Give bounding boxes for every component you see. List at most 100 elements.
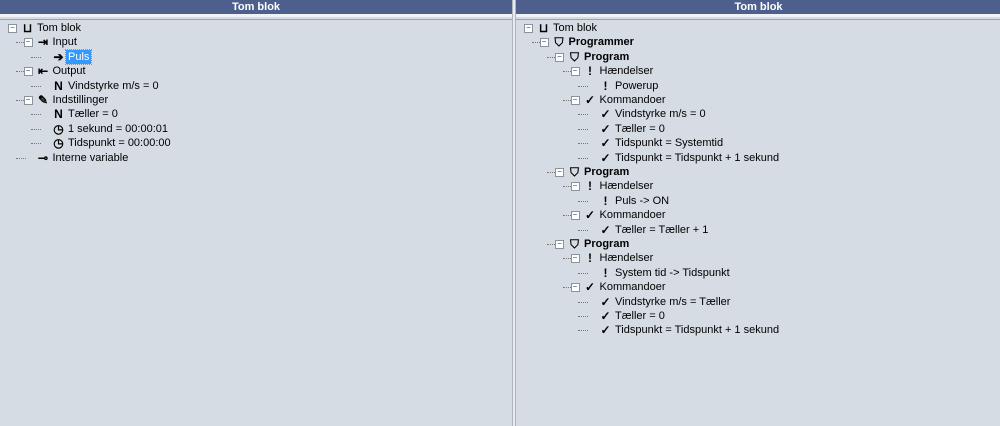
tree-node[interactable]: −⛉Program: [516, 237, 1000, 251]
collapse-toggle[interactable]: −: [539, 38, 549, 48]
collapse-toggle[interactable]: −: [570, 211, 580, 221]
tree-node[interactable]: −!Hændelser: [516, 179, 1000, 193]
tree-node-label[interactable]: Puls: [64, 48, 93, 65]
tree-node[interactable]: ⊸Interne variable: [0, 151, 512, 165]
tree-node-label[interactable]: Tidspunkt = Tidspunkt + 1 sekund: [615, 324, 780, 337]
tree-node[interactable]: −⊔Tom blok: [516, 21, 1000, 35]
internal-variable-icon: ⊸: [37, 150, 49, 165]
tree-node[interactable]: ➔Puls: [0, 48, 512, 65]
command-check-icon: ✓: [584, 208, 596, 223]
collapse-toggle[interactable]: −: [23, 96, 33, 105]
tree-node-label[interactable]: Powerup: [615, 79, 659, 92]
tree-connector-line: [562, 186, 573, 188]
tree-connector-line: [578, 85, 588, 87]
tree-connector-line: [15, 100, 26, 101]
tree-node-label[interactable]: Tidspunkt = Systemtid: [615, 137, 724, 150]
tree-node-label[interactable]: Puls -> ON: [615, 194, 670, 207]
collapse-toggle[interactable]: −: [570, 254, 580, 264]
tree-node-label[interactable]: Hændelser: [599, 252, 654, 265]
collapse-toggle[interactable]: −: [23, 38, 33, 48]
tree-connector-line: [15, 42, 26, 44]
program-icon: ⛉: [569, 165, 579, 179]
tree-node-label[interactable]: Program: [584, 166, 630, 178]
tree-node-label[interactable]: Interne variable: [52, 151, 129, 164]
tree-node-label[interactable]: Output: [52, 65, 86, 78]
tree-connector-line: [547, 244, 557, 245]
tree-node[interactable]: !Puls -> ON: [516, 194, 1000, 208]
tree-node-label[interactable]: Tæller = 0: [615, 122, 665, 135]
collapse-toggle[interactable]: −: [555, 52, 564, 62]
tree-node-label[interactable]: Kommandoer: [599, 281, 666, 294]
tree-node[interactable]: ◷1 sekund = 00:00:01: [0, 122, 512, 136]
tree-node[interactable]: ✓Vindstyrke m/s = Tæller: [516, 295, 1000, 309]
collapse-toggle[interactable]: −: [570, 67, 580, 77]
tree-node-label[interactable]: Tom blok: [553, 22, 598, 34]
tree-node[interactable]: !Powerup: [516, 79, 1000, 93]
tree-node[interactable]: −✓Kommandoer: [516, 208, 1000, 222]
tree-node[interactable]: −✓Kommandoer: [516, 93, 1000, 107]
tree-node[interactable]: ✓Tidspunkt = Tidspunkt + 1 sekund: [516, 323, 1000, 337]
tree-connector-line: [562, 287, 573, 289]
tree-node-label[interactable]: Hændelser: [599, 180, 654, 193]
tree-connector-line: [578, 316, 588, 317]
collapse-toggle[interactable]: −: [23, 67, 33, 77]
tree-node[interactable]: ◷Tidspunkt = 00:00:00: [0, 136, 512, 150]
tree-node[interactable]: −⇤Output: [0, 64, 512, 78]
tree-node-label[interactable]: Input: [52, 36, 77, 49]
tree-node-label[interactable]: Program: [584, 238, 630, 250]
tree-node[interactable]: −⊔Tom blok: [0, 21, 512, 35]
collapse-toggle[interactable]: −: [570, 182, 580, 192]
tree-node-label[interactable]: Hændelser: [599, 65, 654, 78]
tree-node[interactable]: −⛉ Program: [516, 165, 1000, 179]
tree-node-label[interactable]: Tidspunkt = Tidspunkt + 1 sekund: [615, 151, 780, 164]
tree-node[interactable]: ✓ Tidspunkt = Tidspunkt + 1 sekund: [516, 151, 1000, 165]
tree-node[interactable]: −⛉Program: [516, 50, 1000, 64]
tree-node-label[interactable]: Tæller = 0: [615, 310, 665, 322]
tree-connector-line: [31, 85, 41, 87]
tree-node[interactable]: ✓Tæller = Tæller + 1: [516, 223, 1000, 237]
tree-connector-line: [578, 229, 588, 231]
collapse-toggle[interactable]: −: [555, 168, 564, 177]
left-panel-title: Tom blok: [0, 0, 512, 17]
tree-node-label[interactable]: Programmer: [568, 36, 634, 49]
tree-node[interactable]: −✓Kommandoer: [516, 280, 1000, 294]
tree-node[interactable]: −✎Indstillinger: [0, 93, 512, 107]
tree-connector-line: [31, 114, 41, 116]
tree-node[interactable]: !System tid -> Tidspunkt: [516, 266, 1000, 280]
tree-node-label[interactable]: Tidspunkt = 00:00:00: [68, 137, 171, 150]
tree-node-label[interactable]: Tom blok: [37, 22, 82, 34]
tree-node-label[interactable]: Kommandoer: [599, 209, 666, 222]
collapse-toggle[interactable]: −: [8, 24, 17, 33]
tree-connector-line: [562, 71, 573, 73]
collapse-toggle[interactable]: −: [524, 24, 533, 33]
tree-node-label[interactable]: Kommandoer: [599, 94, 666, 106]
tree-node-label[interactable]: Program: [584, 50, 630, 63]
tree-node[interactable]: −⇥Input: [0, 35, 512, 49]
tree-node-label[interactable]: Tæller = 0: [68, 108, 118, 121]
tree-connector-line: [531, 42, 542, 44]
right-tree-view[interactable]: −⊔Tom blok−⛉Programmer−⛉Program−!Hændels…: [516, 19, 1000, 426]
tree-node[interactable]: −!Hændelser: [516, 251, 1000, 265]
tree-node[interactable]: −!Hændelser: [516, 64, 1000, 78]
collapse-toggle[interactable]: −: [570, 283, 580, 293]
tree-node[interactable]: ✓Tidspunkt = Systemtid: [516, 136, 1000, 150]
tree-node-label[interactable]: Tæller = Tæller + 1: [615, 223, 709, 236]
tree-connector-line: [578, 157, 588, 159]
tree-node-label[interactable]: Indstillinger: [52, 94, 109, 106]
collapse-toggle[interactable]: −: [570, 96, 580, 105]
tree-node[interactable]: −⛉Programmer: [516, 35, 1000, 49]
tree-node-label[interactable]: System tid -> Tidspunkt: [615, 266, 730, 279]
tree-node[interactable]: ✓Tæller = 0: [516, 122, 1000, 136]
tree-node-label[interactable]: Vindstyrke m/s = 0: [68, 79, 159, 92]
tree-node-label[interactable]: Vindstyrke m/s = Tæller: [615, 295, 731, 308]
tree-node[interactable]: ✓Vindstyrke m/s = 0: [516, 107, 1000, 121]
command-check-icon: ✓: [600, 150, 611, 165]
collapse-toggle[interactable]: −: [555, 240, 564, 249]
command-check-icon: ✓: [584, 280, 596, 295]
tree-node-label[interactable]: Vindstyrke m/s = 0: [615, 108, 706, 121]
tree-node[interactable]: ✓Tæller = 0: [516, 309, 1000, 323]
tree-node-label[interactable]: 1 sekund = 00:00:01: [68, 122, 168, 135]
